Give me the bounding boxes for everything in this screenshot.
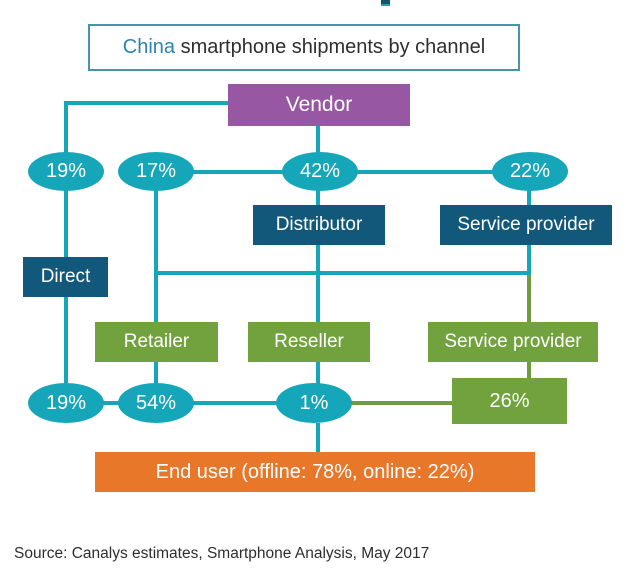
ellipse-pct-19-bottom: 19% xyxy=(28,383,104,423)
connector-42-to-22 xyxy=(356,170,494,174)
connector-19b-to-54 xyxy=(102,401,120,405)
connector-1-to-26 xyxy=(350,401,453,405)
connector-vendor-to-42 xyxy=(316,126,320,154)
node-service-provider-lower: Service provider xyxy=(428,322,598,362)
connector-22-to-serviceprovider xyxy=(527,190,531,207)
ellipse-pct-42: 42% xyxy=(282,152,358,191)
cutoff-text-fragment-underline xyxy=(381,3,390,6)
pct-26-label: 26% xyxy=(489,389,530,412)
pct-19-bottom-label: 19% xyxy=(45,391,87,414)
node-service-provider-upper: Service provider xyxy=(440,205,612,245)
ellipse-pct-22: 22% xyxy=(492,152,568,191)
pct-22-label: 22% xyxy=(509,160,551,182)
node-distributor-label: Distributor xyxy=(275,214,363,235)
connector-17-to-retailer xyxy=(154,190,158,324)
connector-serviceprovider-down xyxy=(527,245,531,275)
ellipse-pct-1: 1% xyxy=(276,383,352,423)
connector-cross-horizontal xyxy=(154,271,531,275)
node-retailer-label: Retailer xyxy=(123,331,190,352)
pct-1-label: 1% xyxy=(299,391,329,414)
connector-42-to-distributor xyxy=(316,190,320,207)
source-note: Source: Canalys estimates, Smartphone An… xyxy=(14,545,430,562)
connector-54-to-1 xyxy=(192,401,278,405)
node-retailer: Retailer xyxy=(95,322,218,362)
pct-17-label: 17% xyxy=(135,160,177,182)
connector-vendor-to-19-horizontal xyxy=(64,101,230,105)
connector-direct-to-19 xyxy=(64,297,68,385)
connector-retailer-to-54 xyxy=(154,362,158,385)
connector-19-to-direct xyxy=(64,190,68,259)
title-rest: smartphone shipments by channel xyxy=(175,36,486,58)
node-end-user-label: End user (offline: 78%, online: 22%) xyxy=(155,460,475,483)
node-reseller: Reseller xyxy=(248,322,370,362)
node-end-user: End user (offline: 78%, online: 22%) xyxy=(95,452,535,492)
node-service-provider-upper-label: Service provider xyxy=(457,214,595,235)
connector-distributor-to-reseller xyxy=(316,245,320,324)
node-pct-26: 26% xyxy=(452,378,567,424)
diagram-title: China smartphone shipments by channel xyxy=(88,24,520,71)
ellipse-pct-54: 54% xyxy=(118,383,194,423)
pct-19-top-label: 19% xyxy=(45,160,87,182)
node-vendor: Vendor xyxy=(228,84,410,126)
title-accent: China xyxy=(122,36,176,58)
node-direct-label: Direct xyxy=(40,266,91,287)
ellipse-pct-19-top: 19% xyxy=(28,152,104,191)
ellipse-pct-17: 17% xyxy=(118,152,194,191)
pct-54-label: 54% xyxy=(135,391,177,414)
node-distributor: Distributor xyxy=(253,205,385,245)
cutoff-text-fragment xyxy=(381,0,390,4)
connector-vendor-to-19-vertical xyxy=(64,101,68,154)
connector-reseller-to-1 xyxy=(316,362,320,385)
node-service-provider-lower-label: Service provider xyxy=(444,331,582,352)
node-reseller-label: Reseller xyxy=(274,331,344,352)
pct-42-label: 42% xyxy=(299,160,341,182)
connector-to-serviceprovider-lower xyxy=(527,275,531,323)
connector-17-to-42 xyxy=(192,170,284,174)
connector-1-to-enduser xyxy=(316,423,320,453)
node-vendor-label: Vendor xyxy=(285,93,353,116)
connector-serviceprovider-lower-to-26 xyxy=(527,362,531,379)
node-direct: Direct xyxy=(23,257,108,297)
